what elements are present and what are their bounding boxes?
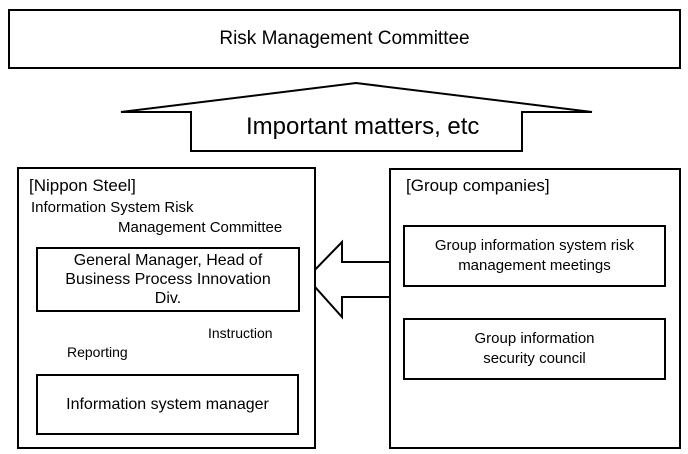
general-manager-box: General Manager, Head of Business Proces… bbox=[36, 247, 300, 312]
group-companies-container bbox=[389, 168, 681, 449]
information-system-manager-box: Information system manager bbox=[36, 374, 299, 435]
group-to-nippon-arrow bbox=[305, 239, 391, 320]
information-system-manager-label: Information system manager bbox=[66, 395, 269, 413]
group-council-label: Group information security council bbox=[474, 330, 595, 367]
risk-management-committee-label: Risk Management Committee bbox=[219, 28, 470, 49]
committee-line-1: Information System Risk bbox=[31, 199, 194, 216]
group-meetings-label: Group information system risk management… bbox=[434, 237, 635, 274]
group-companies-heading: [Group companies] bbox=[406, 176, 550, 195]
general-manager-label: General Manager, Head of Business Proces… bbox=[65, 252, 271, 307]
group-council-box: Group information security council bbox=[403, 318, 666, 380]
important-matters-arrow bbox=[120, 81, 593, 152]
risk-management-committee-box: Risk Management Committee bbox=[8, 9, 681, 69]
committee-line-2: Management Committee bbox=[118, 219, 283, 236]
nippon-steel-heading: [Nippon Steel] bbox=[29, 176, 136, 195]
group-meetings-box: Group information system risk management… bbox=[403, 225, 666, 287]
reporting-label: Reporting bbox=[67, 344, 128, 360]
important-matters-label: Important matters, etc bbox=[246, 113, 480, 140]
instruction-label: Instruction bbox=[208, 325, 273, 341]
